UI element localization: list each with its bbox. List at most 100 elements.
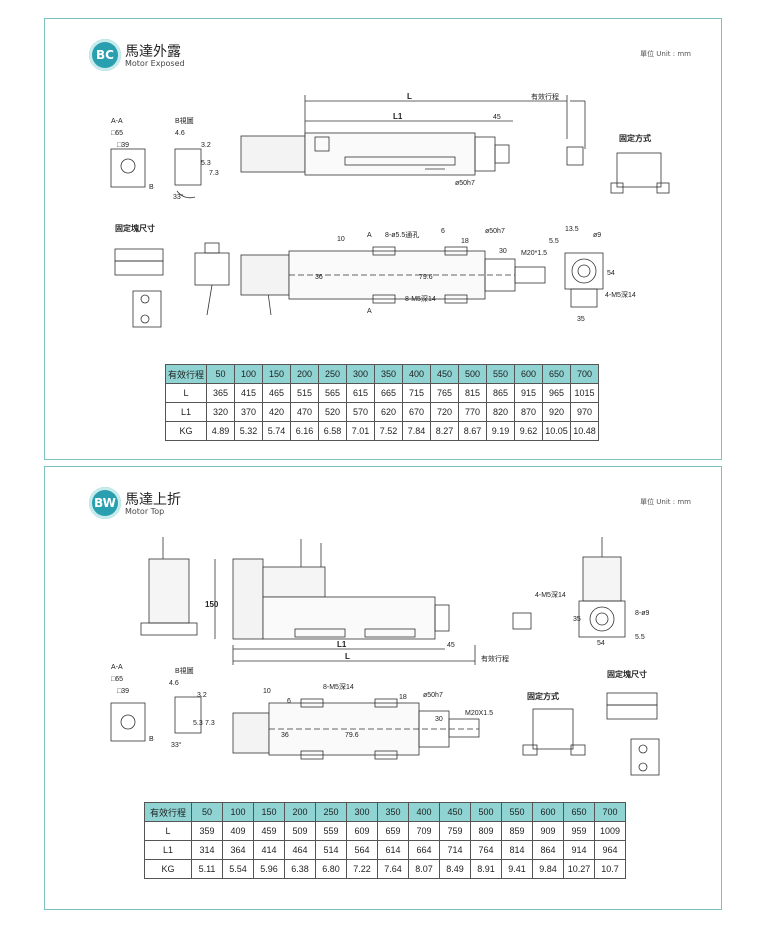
table-row: L1 320 370 420 470 520 570 620 670 720 7… — [165, 402, 599, 422]
table-cell: 970 — [570, 402, 599, 422]
table-cell: 620 — [374, 402, 403, 422]
dim-L: L — [407, 92, 412, 101]
table-header-row: 有效行程 50 100 150 200 250 300 350 400 450 … — [165, 364, 599, 384]
table-cell: 7.84 — [402, 421, 431, 441]
stroke-cell: 450 — [439, 802, 471, 822]
unit-label: 單位 Unit : mm — [640, 50, 691, 58]
table-cell: 7.01 — [346, 421, 375, 441]
b-view-label: B視圖 — [175, 666, 194, 675]
table-cell: 9.41 — [501, 859, 533, 879]
table-cell: 5.74 — [262, 421, 291, 441]
stroke-cell: 150 — [253, 802, 285, 822]
dim-phi9: ø9 — [593, 232, 601, 239]
table-cell: 9.19 — [486, 421, 515, 441]
table-cell: 10.7 — [594, 859, 626, 879]
stroke-cell: 300 — [346, 802, 378, 822]
table-cell: 10.48 — [570, 421, 599, 441]
stroke-cell: 200 — [290, 364, 319, 384]
table-cell: 965 — [542, 383, 571, 403]
dim-4-6: 4.6 — [175, 130, 185, 137]
dim-L1: L1 — [393, 112, 403, 121]
table-cell: 764 — [470, 840, 502, 860]
table-cell: 765 — [430, 383, 459, 403]
stroke-cell: 250 — [318, 364, 347, 384]
table-head-cell: 有效行程 — [165, 364, 207, 384]
table-cell: 465 — [262, 383, 291, 403]
dim-5-3: 5.3 — [201, 160, 211, 167]
table-cell: 365 — [206, 383, 235, 403]
dim-30: 30 — [435, 716, 443, 723]
block-size-label: 固定塊尺寸 — [607, 669, 647, 679]
table-cell: 865 — [486, 383, 515, 403]
table-cell: 909 — [532, 821, 564, 841]
b-marker: B — [149, 184, 154, 191]
table-row: KG 5.11 5.54 5.96 6.38 6.80 7.22 7.64 8.… — [144, 859, 626, 879]
table-cell: 5.11 — [191, 859, 223, 879]
sq65-label: □65 — [111, 130, 123, 137]
m5-top-label: 4-M5深14 — [535, 590, 566, 599]
stroke-label: 有效行程 — [531, 92, 559, 101]
table-cell: 10.05 — [542, 421, 571, 441]
sq39-label: □39 — [117, 688, 129, 695]
table-cell: 6.16 — [290, 421, 319, 441]
table-cell: 8.91 — [470, 859, 502, 879]
stroke-cell: 400 — [402, 364, 431, 384]
stroke-cell: 400 — [408, 802, 440, 822]
stroke-cell: 600 — [532, 802, 564, 822]
dim-150: 150 — [205, 600, 219, 609]
table-cell: 8.27 — [430, 421, 459, 441]
table-cell: 1015 — [570, 383, 599, 403]
table-cell: 615 — [346, 383, 375, 403]
table-row: KG 4.89 5.32 5.74 6.16 6.58 7.01 7.52 7.… — [165, 421, 599, 441]
table-cell: 820 — [486, 402, 515, 422]
table-cell: 670 — [402, 402, 431, 422]
row-label: L1 — [165, 402, 207, 422]
b-view-label: B視圖 — [175, 116, 194, 125]
table-cell: 9.62 — [514, 421, 543, 441]
table-cell: 364 — [222, 840, 254, 860]
row-label: L — [144, 821, 192, 841]
thread-m20: M20X1.5 — [465, 710, 493, 717]
stroke-cell: 700 — [594, 802, 626, 822]
table-row: L1 314 364 414 464 514 564 614 664 714 7… — [144, 840, 626, 860]
section-aa-label: A-A — [111, 118, 123, 125]
table-cell: 8.67 — [458, 421, 487, 441]
stroke-cell: 300 — [346, 364, 375, 384]
row-label: L1 — [144, 840, 192, 860]
table-cell: 7.52 — [374, 421, 403, 441]
section-subtitle: Motor Top — [125, 507, 165, 516]
dim-7-3: 7.3 — [205, 720, 215, 727]
section-title: 馬達外露 — [125, 44, 181, 60]
dim-phi50h7-b: ø50h7 — [485, 228, 505, 235]
table-cell: 859 — [501, 821, 533, 841]
dim-54: 54 — [607, 270, 615, 277]
a-marker-bottom: A — [367, 308, 372, 315]
stroke-label: 有效行程 — [481, 654, 509, 663]
dim-79-6: 79.6 — [345, 732, 359, 739]
table-cell: 314 — [191, 840, 223, 860]
sq65-label: □65 — [111, 676, 123, 683]
table-cell: 464 — [284, 840, 316, 860]
table-cell: 915 — [514, 383, 543, 403]
bc-badge: BC — [89, 39, 121, 71]
table-cell: 870 — [514, 402, 543, 422]
stroke-cell: 50 — [191, 802, 223, 822]
dim-5-5: 5.5 — [635, 634, 645, 641]
dim-35: 35 — [573, 616, 581, 623]
stroke-cell: 350 — [374, 364, 403, 384]
table-cell: 759 — [439, 821, 471, 841]
table-cell: 6.58 — [318, 421, 347, 441]
dim-13-5: 13.5 — [565, 226, 579, 233]
table-cell: 415 — [234, 383, 263, 403]
dim-phi50h7: ø50h7 — [455, 180, 475, 187]
table-header-row: 有效行程 50 100 150 200 250 300 350 400 450 … — [144, 802, 626, 822]
table-row: L 365 415 465 515 565 615 665 715 765 81… — [165, 383, 599, 403]
table-cell: 409 — [222, 821, 254, 841]
table-cell: 8.49 — [439, 859, 471, 879]
stroke-cell: 700 — [570, 364, 599, 384]
stroke-cell: 150 — [262, 364, 291, 384]
table-cell: 709 — [408, 821, 440, 841]
bw-badge: BW — [89, 487, 121, 519]
stroke-cell: 550 — [501, 802, 533, 822]
holes-label: 8-ø5.5通孔 — [385, 230, 419, 239]
